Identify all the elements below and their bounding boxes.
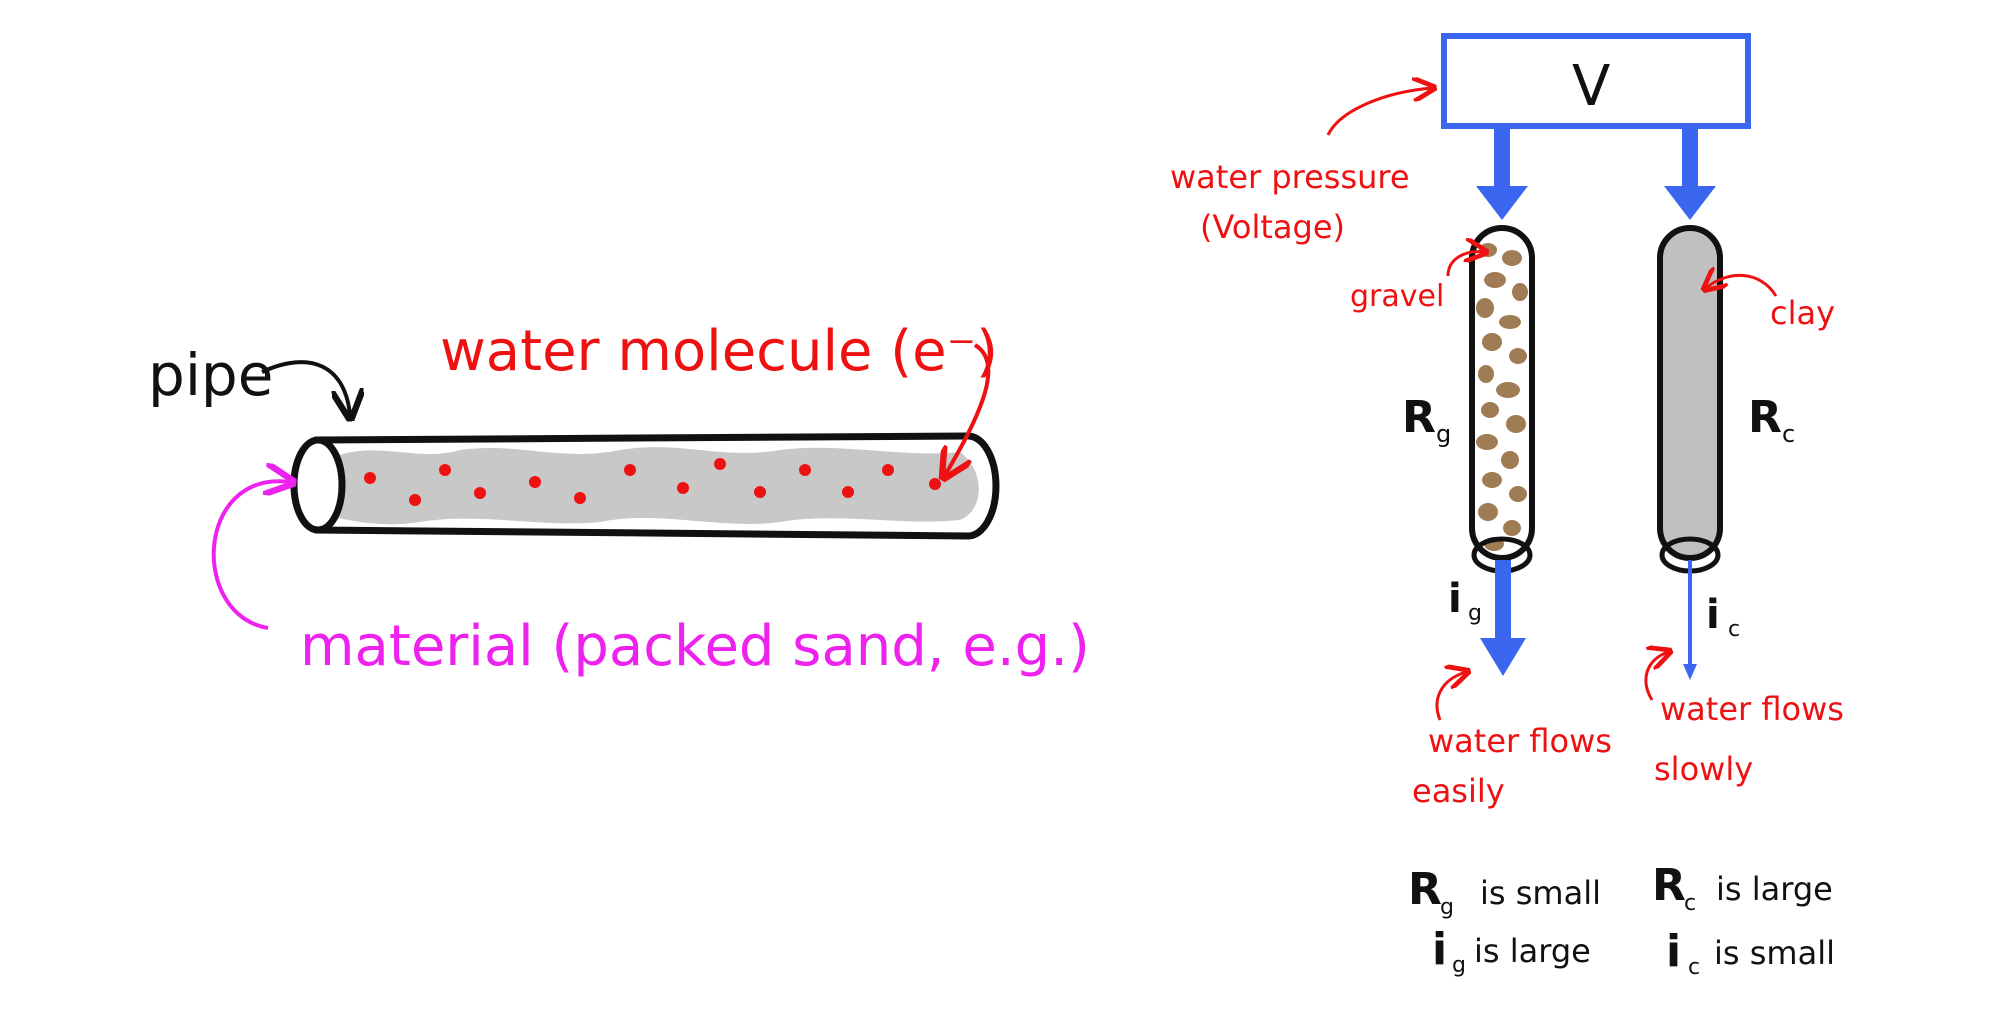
flow-arrow-clay — [1683, 560, 1697, 680]
material-label: material (packed sand, e.g.) — [300, 614, 1090, 679]
water-molecule-dot — [799, 464, 811, 476]
summary-gravel: R g is small i g is large — [1408, 864, 1601, 978]
molecule-arrow — [945, 343, 991, 475]
water-molecule-dot — [714, 458, 726, 470]
flow-arrow-gravel — [1480, 560, 1526, 676]
resistor-gravel-label: R g — [1402, 392, 1451, 448]
pressure-arrow-pointer — [1326, 88, 1432, 136]
pressure-label-line2: (Voltage) — [1200, 208, 1345, 246]
svg-text:R: R — [1402, 392, 1436, 443]
packed-material — [338, 447, 979, 525]
current-gravel-label: i g — [1448, 576, 1482, 626]
flow-gravel-line1: water flows — [1428, 722, 1612, 760]
flow-clay-pointer — [1644, 652, 1668, 701]
water-molecule-dot — [529, 476, 541, 488]
water-molecule-dot — [409, 494, 421, 506]
pressure-arrow-clay — [1664, 126, 1716, 220]
water-molecule-dot — [677, 482, 689, 494]
resistance-diagram: V water pressure (Voltage) — [1170, 33, 1844, 980]
svg-text:g: g — [1436, 420, 1451, 448]
svg-text:R: R — [1408, 864, 1442, 915]
clay-pipe — [1657, 225, 1723, 574]
svg-text:c: c — [1782, 420, 1795, 448]
svg-text:is large: is large — [1716, 870, 1833, 908]
water-molecule-dot — [574, 492, 586, 504]
gravel-pipe — [1469, 225, 1535, 574]
svg-text:is small: is small — [1714, 934, 1835, 972]
molecule-label: water molecule (e⁻) — [440, 319, 998, 384]
pipe-diagram: pipe water molecule (e⁻) material (packe… — [148, 319, 1090, 679]
clay-label: clay — [1770, 294, 1835, 332]
svg-text:g: g — [1468, 601, 1482, 626]
water-molecule-dot — [754, 486, 766, 498]
water-molecule-dot — [624, 464, 636, 476]
water-molecule-dot — [882, 464, 894, 476]
svg-text:c: c — [1728, 617, 1740, 642]
svg-text:c: c — [1688, 955, 1700, 980]
svg-text:g: g — [1452, 953, 1466, 978]
voltage-box — [1441, 33, 1751, 129]
water-molecule-dot — [474, 487, 486, 499]
svg-text:c: c — [1684, 891, 1696, 916]
voltage-label: V — [1572, 54, 1610, 119]
svg-text:g: g — [1440, 895, 1454, 920]
gravel-pointer — [1446, 252, 1484, 277]
svg-text:i: i — [1432, 924, 1447, 975]
water-molecule-dot — [842, 486, 854, 498]
svg-text:i: i — [1448, 576, 1462, 622]
pressure-arrow-gravel — [1476, 126, 1528, 220]
pipe-arrow — [261, 360, 350, 415]
resistor-clay-label: R c — [1748, 392, 1795, 448]
pressure-label-line1: water pressure — [1170, 158, 1410, 196]
svg-text:R: R — [1652, 860, 1686, 911]
svg-text:is small: is small — [1480, 874, 1601, 912]
clay-pointer — [1706, 275, 1778, 297]
flow-clay-line2: slowly — [1654, 750, 1753, 788]
svg-text:i: i — [1706, 592, 1720, 638]
svg-text:is large: is large — [1474, 932, 1591, 970]
summary-clay: R c is large i c is small — [1652, 860, 1835, 980]
flow-gravel-line2: easily — [1412, 772, 1505, 810]
water-molecules — [364, 458, 941, 506]
water-molecule-dot — [929, 478, 941, 490]
material-arrow — [211, 481, 290, 630]
svg-text:i: i — [1666, 926, 1681, 977]
flow-clay-line1: water flows — [1660, 690, 1844, 728]
water-molecule-dot — [364, 472, 376, 484]
flow-gravel-pointer — [1435, 672, 1466, 721]
water-molecule-dot — [439, 464, 451, 476]
current-clay-label: i c — [1706, 592, 1740, 642]
pipe-opening — [290, 436, 346, 534]
pipe-label: pipe — [148, 341, 273, 409]
svg-text:R: R — [1748, 392, 1782, 443]
gravel-label: gravel — [1350, 279, 1444, 314]
